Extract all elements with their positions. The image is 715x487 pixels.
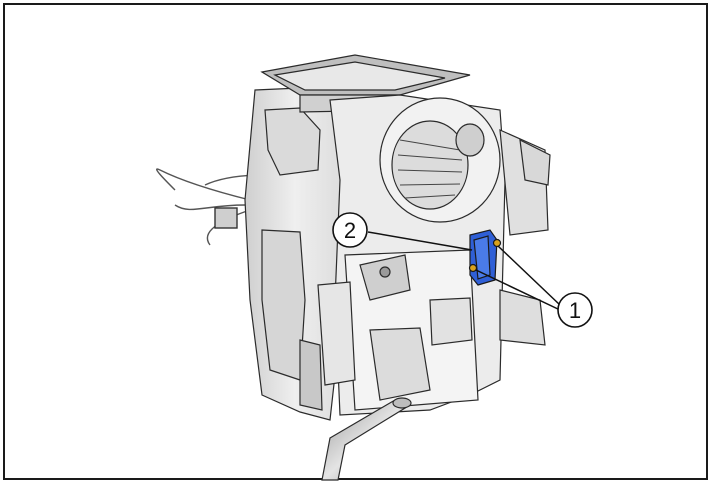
- wiring-harness: [156, 168, 266, 246]
- callout-2-label: 2: [344, 218, 356, 243]
- highlighted-module: [468, 229, 502, 286]
- coolant-hose: [321, 397, 412, 481]
- callout-1: 1: [557, 292, 593, 328]
- lower-panel: [317, 249, 479, 411]
- callout-1-label: 1: [569, 298, 581, 323]
- leader-lines: [367, 231, 561, 311]
- fastener-upper: [492, 238, 502, 248]
- callout-2: 2: [332, 212, 368, 248]
- fastener-lower: [468, 263, 478, 273]
- blower-fan: [379, 97, 501, 223]
- housing-left-side: [244, 87, 346, 421]
